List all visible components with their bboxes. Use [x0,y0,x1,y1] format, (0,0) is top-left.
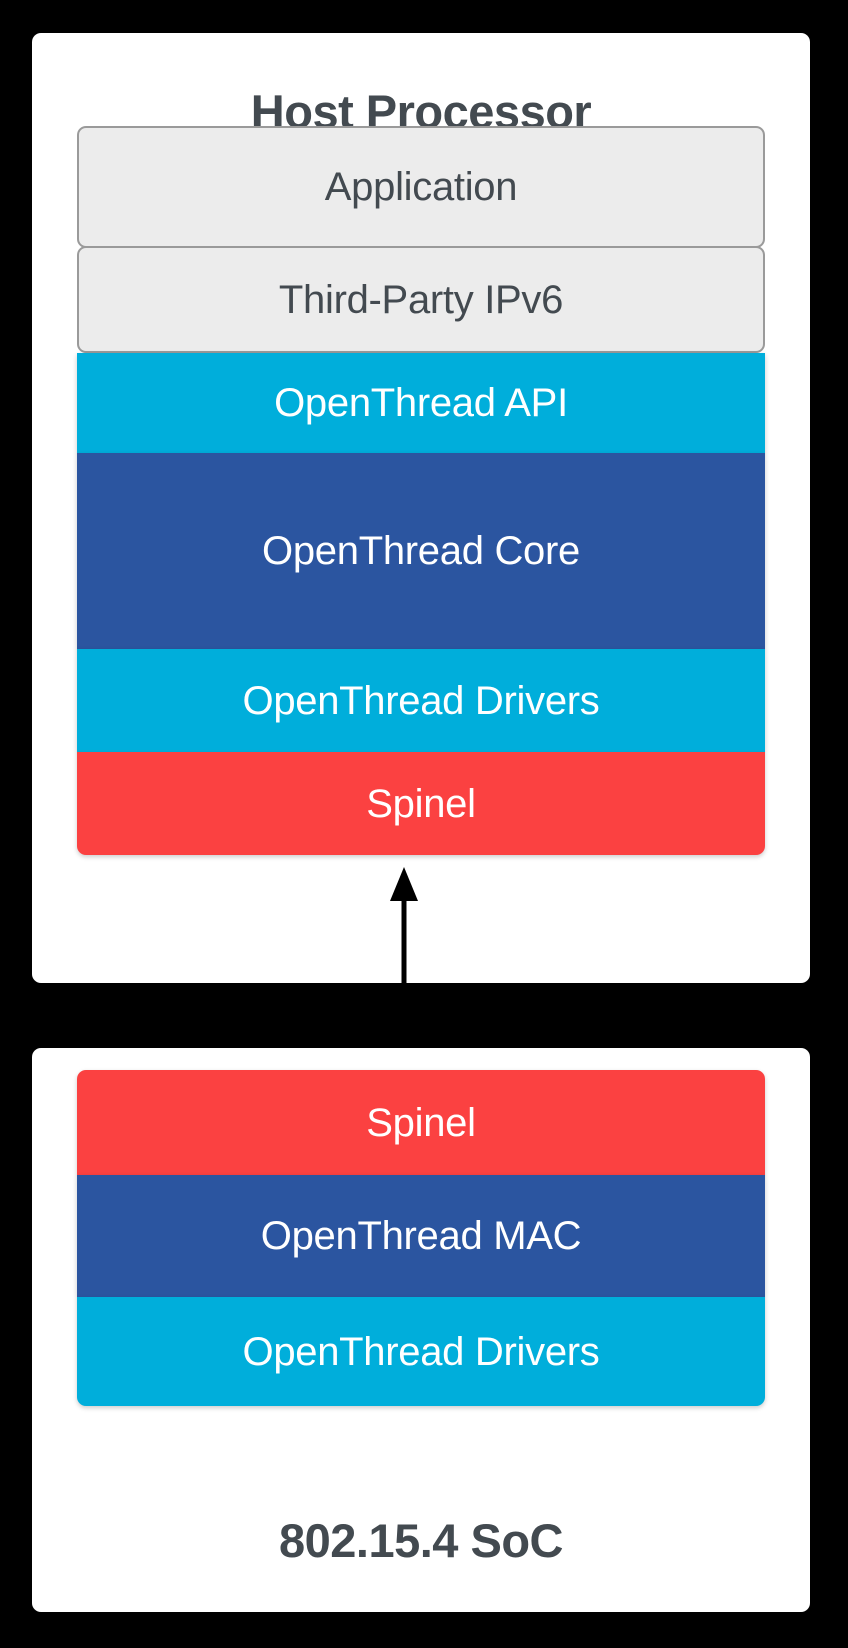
layer-block-third-party-ipv6: Third-Party IPv6 [77,246,765,353]
layer-block-openthread-api: OpenThread API [77,353,765,453]
layer-label-openthread-core: OpenThread Core [262,529,580,573]
layer-label-openthread-api: OpenThread API [274,381,568,425]
layer-stack-host-processor: Application Third-Party IPv6 OpenThread … [77,126,765,855]
connector-double-arrow [382,865,426,1055]
layer-stack-soc: Spinel OpenThread MAC OpenThread Drivers [77,1070,765,1406]
layer-label-third-party-ipv6: Third-Party IPv6 [278,277,564,322]
layer-block-application: Application [77,126,765,248]
panel-host-processor: Host Processor Application Third-Party I… [32,33,810,983]
layer-block-openthread-core: OpenThread Core [77,453,765,649]
layer-block-openthread-drivers-host: OpenThread Drivers [77,649,765,752]
layer-block-openthread-drivers-soc: OpenThread Drivers [77,1297,765,1406]
layer-block-spinel-host: Spinel [77,752,765,855]
layer-label-openthread-drivers-host: OpenThread Drivers [242,678,600,723]
layer-label-spinel-host: Spinel [366,781,476,826]
layer-label-spinel-soc: Spinel [366,1100,476,1145]
layer-label-application: Application [324,165,518,209]
layer-label-openthread-mac: OpenThread MAC [260,1214,582,1258]
layer-block-spinel-soc: Spinel [77,1070,765,1175]
panel-soc: Spinel OpenThread MAC OpenThread Drivers… [32,1048,810,1612]
layer-label-openthread-drivers-soc: OpenThread Drivers [242,1329,600,1374]
panel-title-soc: 802.15.4 SoC [278,1514,564,1567]
double-arrow-icon [390,867,418,1053]
layer-block-openthread-mac: OpenThread MAC [77,1175,765,1297]
